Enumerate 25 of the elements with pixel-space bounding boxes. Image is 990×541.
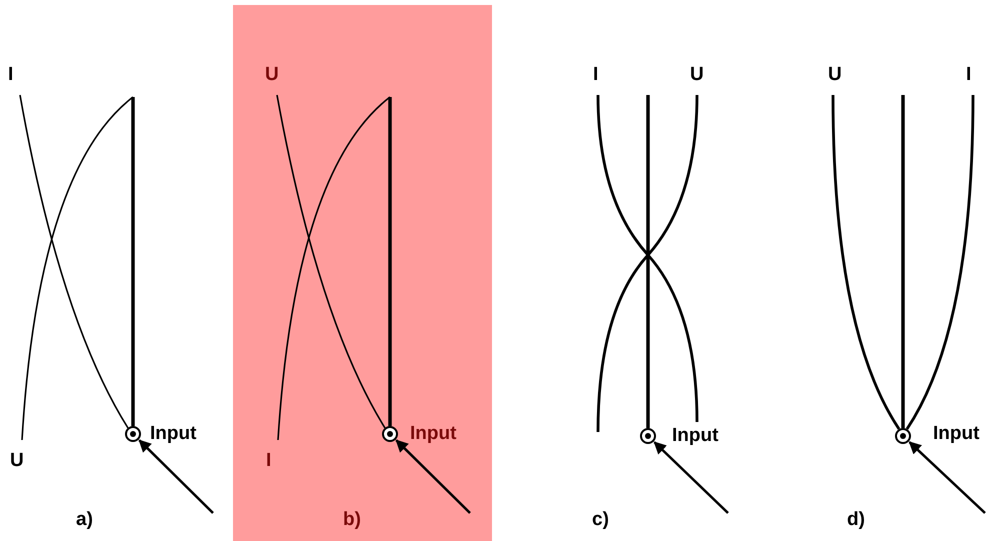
curve-label: c) xyxy=(592,509,609,531)
input-label: Input xyxy=(672,425,718,447)
curve-label: U xyxy=(828,64,842,86)
curve-label: U xyxy=(690,64,704,86)
input-label: Input xyxy=(150,423,196,445)
highlight-panel xyxy=(233,5,492,541)
input-label: Input xyxy=(410,423,456,445)
curve-label: I xyxy=(966,64,972,86)
curve-label: I xyxy=(593,64,598,86)
curve-label: d) xyxy=(847,509,865,531)
arrow xyxy=(396,439,471,514)
arrow xyxy=(138,439,214,514)
terminal-circle xyxy=(382,426,398,442)
terminal-circle xyxy=(895,428,911,444)
curve-label: I xyxy=(266,450,272,472)
curve-label: I xyxy=(8,64,14,86)
curve-label: a) xyxy=(76,509,93,531)
arrow xyxy=(654,441,729,514)
arrow xyxy=(908,441,986,514)
terminal-circle xyxy=(640,428,656,444)
curve-label: U xyxy=(10,450,24,472)
panel-label: b) xyxy=(343,509,361,531)
curve-label: U xyxy=(265,64,279,86)
terminal-circle xyxy=(125,426,141,442)
input-label: Input xyxy=(933,423,980,445)
